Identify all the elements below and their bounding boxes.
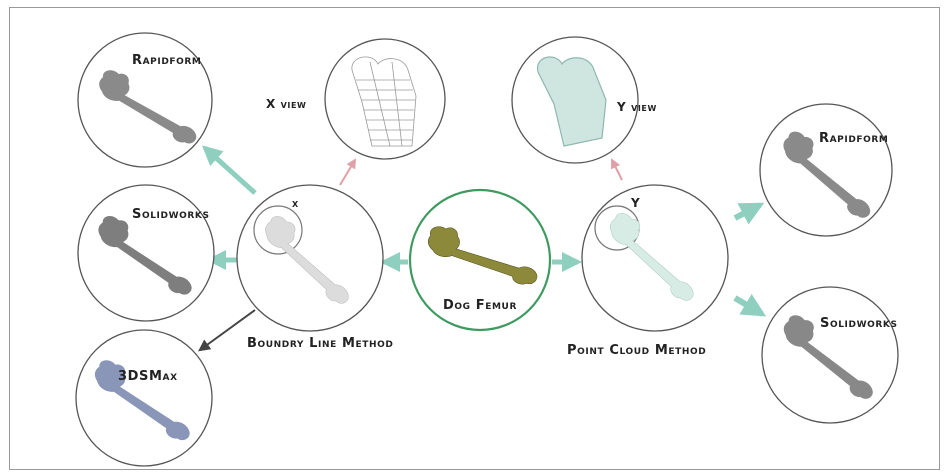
label-y-view: Y view [617,100,657,114]
node-point-cloud-method [582,185,728,331]
node-solidworks-right [762,287,898,423]
node-x-view [325,39,445,159]
arrow-to-rapidform-left [205,148,255,193]
label-rapidform-left: Rapidform [132,53,201,68]
label-solidworks-left: Solidworks [132,207,210,222]
arrow-to-y-view [612,160,622,180]
node-3dsmax [76,330,212,466]
arrow-to-x-view [340,160,355,185]
arrow-to-solidworks-right [735,298,762,314]
label-x-view: X view [266,97,307,111]
arrow-to-rapidform-right [735,205,760,218]
node-boundary-line-method [237,185,383,331]
label-dog-femur: Dog Femur [443,298,517,313]
label-y-marker: Y [631,196,640,210]
label-3dsmax: 3DSMax [118,369,178,384]
label-point-cloud-method: Point Cloud Method [567,343,706,358]
label-boundary-line-method: Boundry Line Method [247,336,393,351]
node-rapidform-right [760,104,892,236]
label-rapidform-right: Rapidform [819,131,888,146]
label-x-marker: x [292,196,299,210]
label-solidworks-right: Solidworks [820,316,898,331]
node-solidworks-left [78,185,214,321]
